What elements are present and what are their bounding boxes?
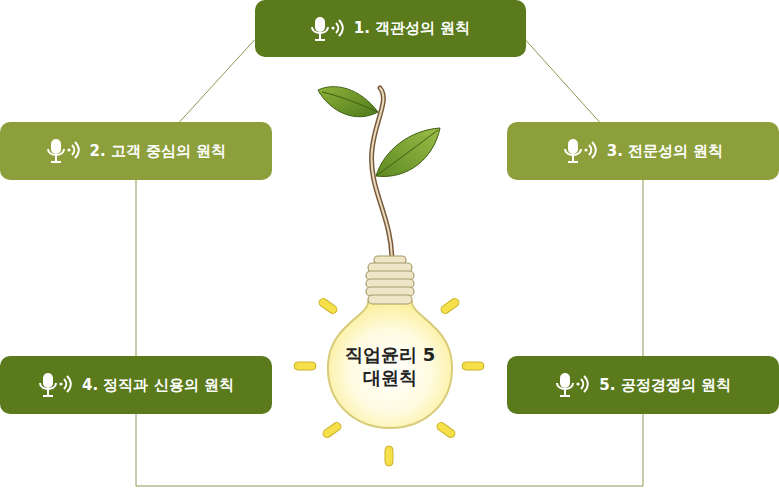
principle-box: 5. 공정경쟁의 원칙 xyxy=(507,356,779,414)
bulb-title: 직업윤리 5대원칙 xyxy=(342,343,438,390)
bulb-glass xyxy=(328,302,452,428)
bulb-base xyxy=(366,256,414,304)
leaf xyxy=(318,87,378,117)
connector-line xyxy=(136,180,137,356)
connector-line xyxy=(526,40,600,122)
mic-icon xyxy=(555,372,589,398)
principle-box: 3. 전문성의 원칙 xyxy=(507,122,779,180)
principle-box: 2. 고객 중심의 원칙 xyxy=(0,122,272,180)
mic-icon xyxy=(38,372,72,398)
principle-box: 4. 정직과 신용의 원칙 xyxy=(0,356,272,414)
connector-line xyxy=(180,40,255,122)
connector-line xyxy=(643,180,644,356)
principle-label: 1. 객관성의 원칙 xyxy=(354,19,471,38)
mic-icon xyxy=(563,138,597,164)
light-rays xyxy=(294,297,484,466)
bulb-label: 직업윤리 5대원칙 xyxy=(342,343,438,390)
principle-box: 1. 객관성의 원칙 xyxy=(255,0,526,57)
principle-label: 3. 전문성의 원칙 xyxy=(607,142,724,161)
leaf xyxy=(376,128,440,176)
principle-label: 2. 고객 중심의 원칙 xyxy=(90,142,227,161)
principle-label: 4. 정직과 신용의 원칙 xyxy=(82,376,234,395)
mic-icon xyxy=(46,138,80,164)
principle-label: 5. 공정경쟁의 원칙 xyxy=(599,376,731,395)
mic-icon xyxy=(310,16,344,42)
